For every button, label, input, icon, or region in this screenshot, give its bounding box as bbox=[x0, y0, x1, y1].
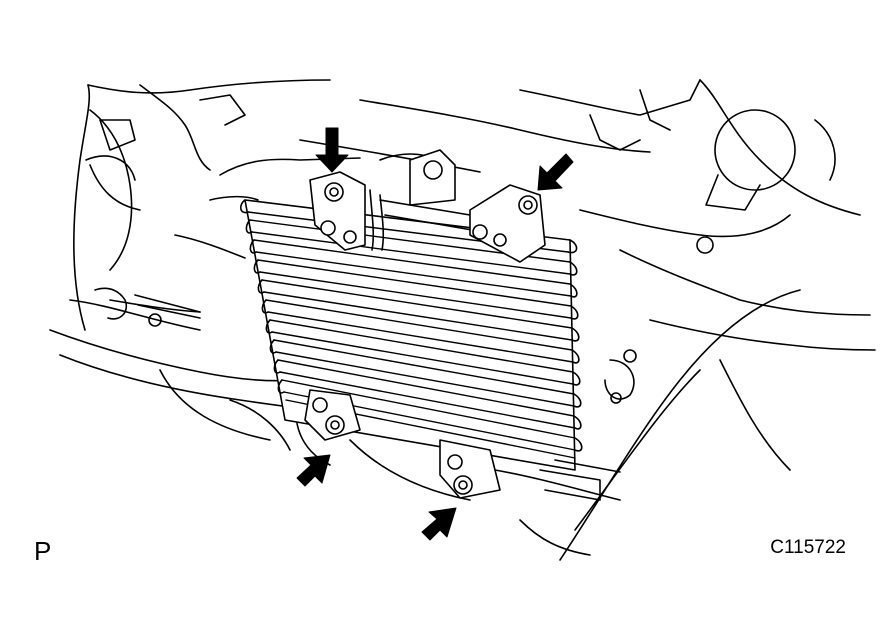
arrow-icon bbox=[421, 507, 457, 541]
arrow-icon bbox=[315, 127, 349, 173]
arrow-icon bbox=[296, 454, 331, 487]
bolts bbox=[312, 182, 538, 495]
upper-left-bolt bbox=[324, 182, 344, 202]
figure-id: C115722 bbox=[770, 537, 846, 558]
cooler-pipes bbox=[134, 149, 621, 501]
view-letter: P bbox=[34, 536, 52, 566]
arrow-icon bbox=[537, 153, 574, 191]
lower-left-bolt bbox=[325, 415, 345, 435]
upper-right-bolt bbox=[518, 195, 538, 215]
callout-arrows bbox=[296, 127, 574, 541]
lower-right-bolt bbox=[453, 475, 473, 495]
